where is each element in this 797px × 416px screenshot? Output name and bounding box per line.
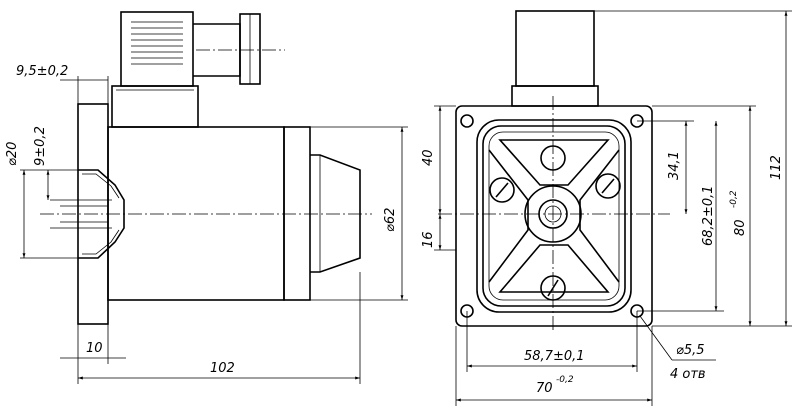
dim-hole-spacing-v: 68,2±0,1	[701, 185, 716, 246]
front-connector-base	[511, 85, 599, 107]
side-body	[107, 126, 285, 301]
dim-hole-count: 4 отв	[670, 367, 706, 382]
hole-leader-line	[639, 315, 673, 361]
dim-total-height: 112	[769, 155, 784, 180]
dim-body-dia: ⌀62	[383, 208, 398, 232]
front-raised-body	[476, 119, 632, 313]
front-view: 40 16 34,1 68,2±0,1 80 -0,2 112 58,7±0,1	[421, 10, 792, 406]
front-flange-plate	[455, 105, 653, 327]
dim-flange-width: 70	[536, 381, 553, 396]
connector-head	[120, 11, 194, 87]
dim-flange-offset: 9,5±0,2	[16, 64, 68, 79]
side-view: 9,5±0,2 ⌀20 9±0,2 10 102 ⌀62	[5, 11, 408, 384]
dim-flange-height-tol: -0,2	[729, 190, 739, 208]
dim-center-offset: 16	[421, 231, 436, 248]
connector-grip-lines	[131, 21, 183, 65]
dim-hole-spacing-h: 58,7±0,1	[524, 349, 585, 364]
dim-top-offset: 40	[421, 149, 436, 166]
dim-flange-thickness: 10	[86, 341, 103, 356]
dim-bore-offset: 9±0,2	[33, 126, 48, 166]
front-x-frame	[488, 139, 620, 293]
connector-base	[111, 85, 199, 128]
dim-bore-dia: ⌀20	[5, 142, 20, 166]
dim-flange-width-tol: -0,2	[556, 375, 574, 385]
front-connector-head	[515, 10, 595, 87]
dim-hole-dia: ⌀5,5	[676, 343, 705, 358]
dim-inner-height: 34,1	[667, 151, 682, 180]
dim-flange-height: 80	[733, 219, 748, 236]
dim-total-length: 102	[210, 361, 235, 376]
side-nozzle	[310, 154, 361, 273]
screw-right	[595, 173, 621, 199]
side-cap	[283, 126, 311, 301]
screw-left	[489, 177, 515, 203]
